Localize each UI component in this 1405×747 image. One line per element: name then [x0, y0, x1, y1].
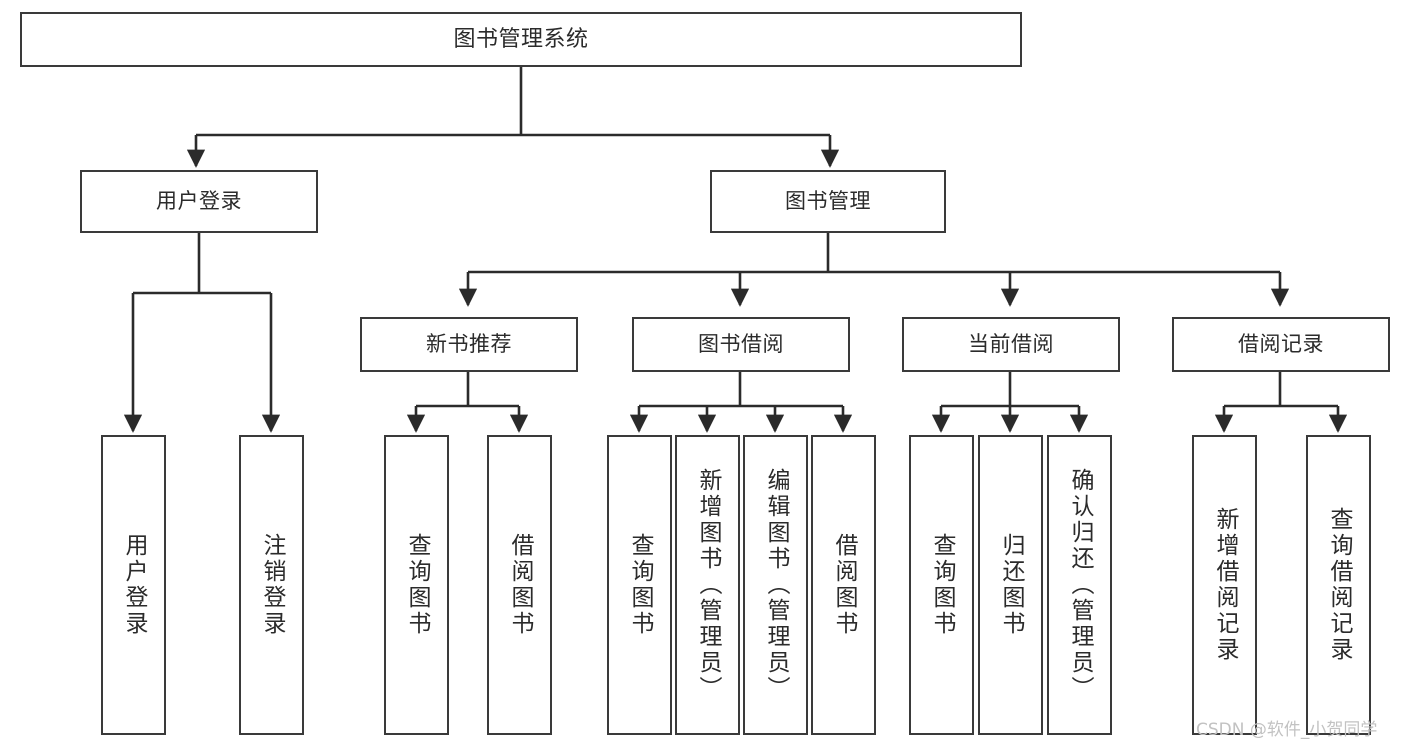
node-label: 查询图书 — [627, 533, 653, 637]
node-new-book-recommend[interactable]: 新书推荐 — [360, 317, 578, 372]
node-label: 图书管理 — [785, 189, 871, 214]
leaf-bookborrow-add-book-admin[interactable]: 新增图书（管理员） — [675, 435, 740, 735]
node-book-borrow[interactable]: 图书借阅 — [632, 317, 850, 372]
leaf-bookborrow-borrow-book[interactable]: 借阅图书 — [811, 435, 876, 735]
csdn-watermark: CSDN @软件_小贺同学 — [1196, 720, 1378, 740]
node-label: 新增图书（管理员） — [695, 468, 721, 702]
leaf-logout[interactable]: 注销登录 — [239, 435, 304, 735]
node-label: 新增借阅记录 — [1212, 507, 1238, 663]
node-label: 确认归还（管理员） — [1067, 468, 1093, 702]
leaf-borrowrecord-add-record[interactable]: 新增借阅记录 — [1192, 435, 1257, 735]
node-label: 查询图书 — [929, 533, 955, 637]
node-label: 借阅图书 — [507, 533, 533, 637]
node-book-management[interactable]: 图书管理 — [710, 170, 946, 233]
node-root-book-management-system[interactable]: 图书管理系统 — [20, 12, 1022, 67]
node-user-login[interactable]: 用户登录 — [80, 170, 318, 233]
node-label: 注销登录 — [259, 533, 285, 637]
node-label: 借阅记录 — [1238, 332, 1324, 357]
node-label: 当前借阅 — [968, 332, 1054, 357]
leaf-bookborrow-edit-book-admin[interactable]: 编辑图书（管理员） — [743, 435, 808, 735]
node-current-borrow[interactable]: 当前借阅 — [902, 317, 1120, 372]
node-label: 归还图书 — [998, 533, 1024, 637]
leaf-user-login[interactable]: 用户登录 — [101, 435, 166, 735]
node-label: 借阅图书 — [831, 533, 857, 637]
node-label: 新书推荐 — [426, 332, 512, 357]
leaf-newbook-borrow-book[interactable]: 借阅图书 — [487, 435, 552, 735]
leaf-currentborrow-query-book[interactable]: 查询图书 — [909, 435, 974, 735]
node-label: 图书管理系统 — [453, 26, 589, 52]
node-label: 用户登录 — [156, 189, 242, 214]
leaf-currentborrow-confirm-return-admin[interactable]: 确认归还（管理员） — [1047, 435, 1112, 735]
node-borrow-record[interactable]: 借阅记录 — [1172, 317, 1390, 372]
leaf-newbook-query-book[interactable]: 查询图书 — [384, 435, 449, 735]
node-label: 图书借阅 — [698, 332, 784, 357]
node-label: 编辑图书（管理员） — [763, 468, 789, 702]
leaf-currentborrow-return-book[interactable]: 归还图书 — [978, 435, 1043, 735]
node-label: 查询图书 — [404, 533, 430, 637]
node-label: 用户登录 — [121, 533, 147, 637]
leaf-borrowrecord-query-record[interactable]: 查询借阅记录 — [1306, 435, 1371, 735]
node-label: 查询借阅记录 — [1326, 507, 1352, 663]
leaf-bookborrow-query-book[interactable]: 查询图书 — [607, 435, 672, 735]
